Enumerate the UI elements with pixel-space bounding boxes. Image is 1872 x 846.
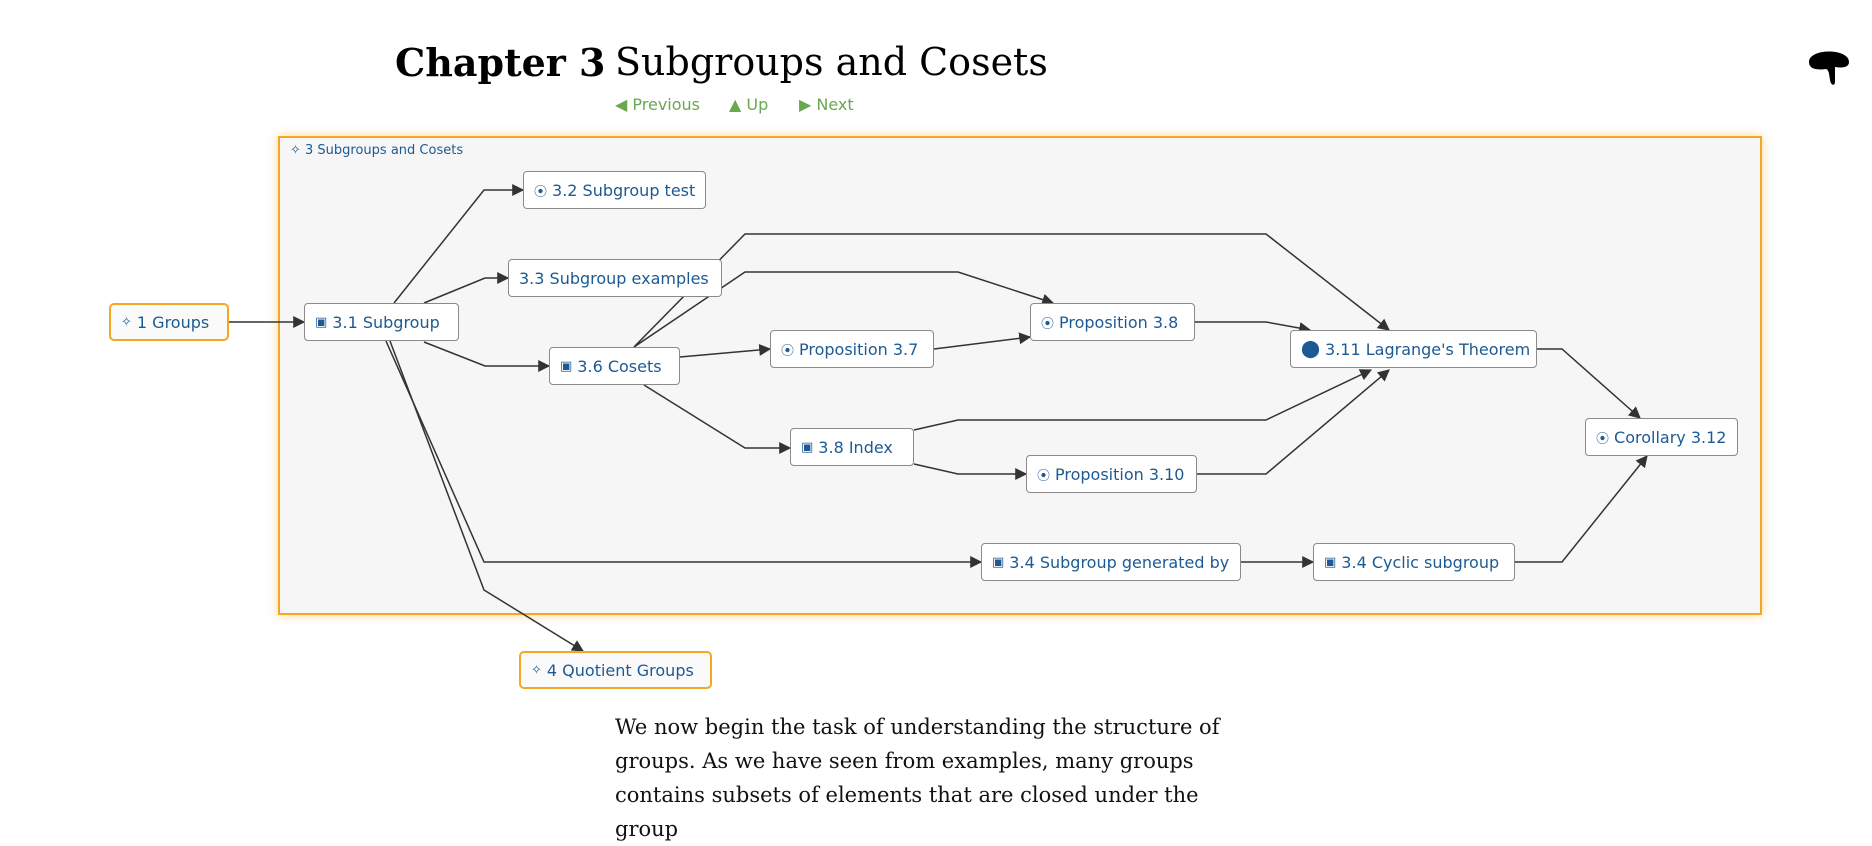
next-link[interactable]: ▶ Next [799, 95, 854, 114]
edge-cosets-prop37 [679, 343, 772, 358]
node-label: 3.4 Subgroup generated by [1009, 552, 1230, 572]
edge-index-prop310 [913, 463, 1028, 480]
node-groups[interactable]: ✧ 1 Groups [109, 303, 229, 341]
proposition-icon: ⦿ [1596, 431, 1610, 447]
chapter-icon: ✧ [531, 662, 542, 678]
up-link[interactable]: ▲ Up [729, 95, 769, 114]
node-label: 3.6 Cosets [577, 356, 662, 376]
node-index[interactable]: ▣ 3.8 Index [790, 428, 914, 466]
node-label: 3.8 Index [818, 437, 893, 457]
edge-cosets-prop38 [633, 271, 1055, 348]
edge-subgroup-generated [385, 340, 983, 568]
edge-cosets-lagrange [633, 233, 1390, 348]
node-cyclic-subgroup[interactable]: ▣ 3.4 Cyclic subgroup [1313, 543, 1515, 581]
edge-prop37-prop38 [933, 332, 1032, 350]
node-quotient-groups[interactable]: ✧ 4 Quotient Groups [519, 651, 712, 689]
node-label: 1 Groups [136, 312, 210, 332]
chapter-title: Subgroups and Cosets [615, 40, 1048, 84]
chapter-number: Chapter 3 [395, 40, 606, 85]
node-label: 4 Quotient Groups [546, 660, 694, 680]
node-label: 3.4 Cyclic subgroup [1341, 552, 1500, 572]
node-label: Corollary 3.12 [1614, 427, 1727, 447]
node-label: 3.3 Subgroup examples [519, 268, 709, 288]
proposition-icon: ⦿ [1037, 468, 1051, 484]
definition-icon: ▣ [992, 554, 1005, 570]
paragraph-line: groups. As we have seen from examples, m… [615, 749, 1194, 773]
node-subgroup-generated-by[interactable]: ▣ 3.4 Subgroup generated by [981, 543, 1241, 581]
node-cosets[interactable]: ▣ 3.6 Cosets [549, 347, 680, 385]
node-lagrange-theorem[interactable]: ⬤ 3.11 Lagrange's Theorem [1290, 330, 1537, 368]
node-corollary-3-12[interactable]: ⦿ Corollary 3.12 [1585, 418, 1738, 456]
dependency-edges [229, 184, 1648, 652]
section-graph-panel [278, 136, 1762, 615]
edge-index-lagrange [913, 369, 1373, 431]
node-subgroup[interactable]: ▣ 3.1 Subgroup [304, 303, 459, 341]
paragraph-line: We now begin the task of understanding t… [615, 715, 1220, 739]
proposition-icon: ⦿ [1041, 316, 1055, 332]
theorem-icon: ⬤ [1301, 339, 1321, 359]
node-label: 3.1 Subgroup [332, 312, 440, 332]
chapter-icon: ✧ [121, 314, 132, 330]
edge-subgroup-examples [423, 272, 510, 304]
edge-prop38-lagrange [1195, 321, 1312, 334]
edge-subgroup-cosets [423, 341, 551, 372]
node-label: Proposition 3.8 [1059, 312, 1179, 332]
paragraph-line: contains subsets of elements that are cl… [615, 783, 1199, 841]
edge-subgroup-subgrouptest [393, 184, 525, 304]
node-proposition-3-10[interactable]: ⦿ Proposition 3.10 [1026, 455, 1197, 493]
proposition-icon: ⦿ [781, 343, 795, 359]
node-label: Proposition 3.7 [799, 339, 919, 359]
definition-icon: ▣ [560, 358, 573, 374]
panel-label[interactable]: ✧ 3 Subgroups and Cosets [290, 143, 464, 158]
mushroom-logo-icon [1809, 51, 1849, 85]
definition-icon: ▣ [801, 439, 814, 455]
node-label: 3.11 Lagrange's Theorem [1325, 339, 1531, 359]
edge-lagrange-corollary [1537, 348, 1641, 419]
edge-cosets-index [643, 384, 792, 454]
edge-prop310-lagrange [1197, 369, 1390, 475]
definition-icon: ▣ [315, 314, 328, 330]
proposition-icon: ⦿ [534, 184, 548, 200]
node-subgroup-test[interactable]: ⦿ 3.2 Subgroup test [523, 171, 706, 209]
node-subgroup-examples[interactable]: 3.3 Subgroup examples [508, 259, 722, 297]
chapter-intro: We now begin the task of understanding t… [615, 710, 1265, 846]
definition-icon: ▣ [1324, 554, 1337, 570]
node-label: Proposition 3.10 [1055, 464, 1185, 484]
edge-cyclic-corollary [1515, 455, 1648, 563]
node-label: 3.2 Subgroup test [552, 180, 696, 200]
previous-link[interactable]: ◀ Previous [615, 95, 701, 114]
node-proposition-3-8[interactable]: ⦿ Proposition 3.8 [1030, 303, 1195, 341]
node-proposition-3-7[interactable]: ⦿ Proposition 3.7 [770, 330, 934, 368]
edge-subgroup-quotient [389, 340, 585, 652]
